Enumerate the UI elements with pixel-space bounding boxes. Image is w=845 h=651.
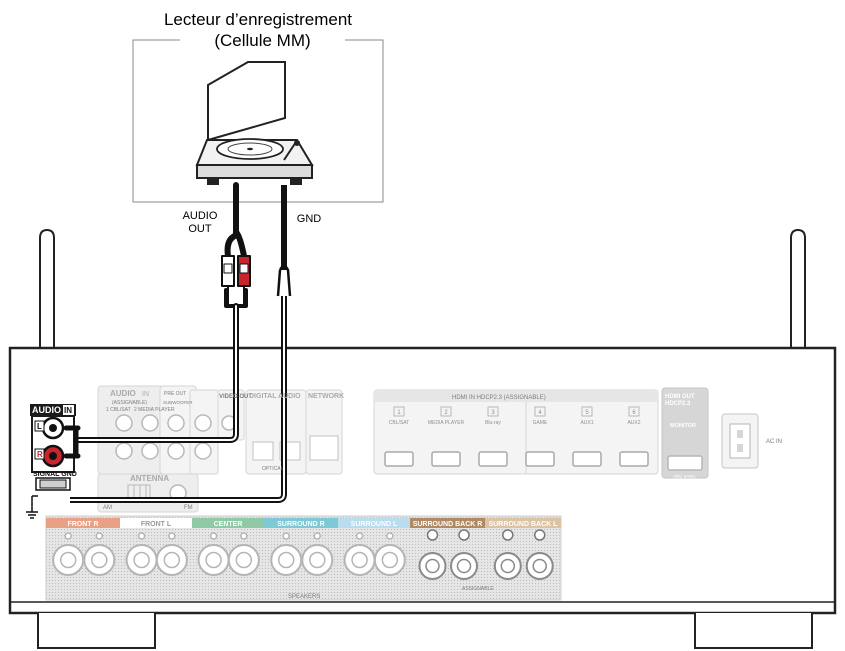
- speaker-header: [338, 518, 410, 528]
- hdmi-port-number: 2: [444, 410, 448, 416]
- optical-label: OPTICAL: [262, 466, 284, 472]
- subwoofer-label: SUBWOOFER: [163, 400, 193, 405]
- am-label: AM: [103, 505, 112, 511]
- audio-in-jack-group: [30, 404, 76, 473]
- speaker-header: [192, 518, 264, 528]
- hdmi-port-name: GAME: [533, 420, 548, 426]
- turntable-icon: [195, 61, 314, 185]
- arc-label: ARC eARC: [673, 474, 697, 479]
- gnd-cable: [70, 185, 292, 503]
- jacks: [115, 414, 237, 502]
- hdmi-number-box: [487, 406, 499, 417]
- receiver-foot-right: [694, 613, 813, 649]
- hdmi-port-number: 4: [538, 410, 542, 416]
- audio-cable: [63, 182, 251, 459]
- hdmi-number-box: [440, 406, 452, 417]
- hdmi-port-name: Blu-ray: [485, 420, 501, 426]
- speaker-terminal-pair: [52, 532, 116, 576]
- assignable-label: (ASSIGNABLE): [112, 400, 147, 406]
- hdmi-slot: [619, 451, 649, 467]
- hdmi-port-name: CBL/SAT: [389, 420, 409, 426]
- speaker-terminal-pair: [418, 529, 478, 580]
- hdmi-number-box: [581, 406, 593, 417]
- receiver-foot-left: [37, 613, 156, 649]
- speaker-header: [120, 518, 192, 528]
- signal-gnd-label: SIGNAL GND: [33, 471, 77, 478]
- hdmi-in-slots: [384, 451, 649, 467]
- cbl-sat-label: 1 CBL/SAT: [106, 407, 131, 413]
- hdmi-port-number: 5: [585, 410, 589, 416]
- speaker-label: SURROUND BACK R: [413, 521, 483, 528]
- ac-inlet: [721, 413, 759, 469]
- speaker-terminal-pair: [125, 532, 188, 576]
- audio-in-group: AUDIO: [110, 389, 136, 398]
- video-out-label: VIDEO OUT: [219, 394, 252, 400]
- digital-network-panel: [245, 389, 343, 475]
- hdmi-port-number: 3: [491, 410, 495, 416]
- speaker-terminal-pair: [343, 532, 406, 576]
- receiver-labels: AUDIO IN L R SIGNAL GND AUDIO IN (ASSIGN…: [32, 389, 782, 600]
- signal-gnd-terminal: [26, 477, 71, 519]
- hdmi-slot: [478, 451, 508, 467]
- pre-out-label: PRE OUT: [164, 391, 186, 397]
- speaker-header: [46, 518, 120, 528]
- speaker-header: [485, 518, 561, 528]
- speaker-terminal-pair: [270, 532, 334, 576]
- speaker-terminals: [52, 529, 554, 580]
- hdmi-slot: [525, 451, 555, 467]
- ac-in-label: AC IN: [766, 439, 782, 445]
- hdmi-slot: [572, 451, 602, 467]
- hdmi-port-name: AUX2: [627, 420, 640, 426]
- digital-audio-label: DIGITAL AUDIO: [249, 393, 301, 400]
- speaker-label: SURROUND L: [351, 521, 398, 528]
- speaker-headers: FRONT R FRONT L CENTER SURROUND R SURROUND L…: [46, 518, 561, 528]
- assignable-footer: ASSIGNABLE: [462, 586, 494, 592]
- fm-label: FM: [184, 505, 193, 511]
- left-channel-label: L: [37, 422, 42, 431]
- device-title-line2: (Cellule MM): [180, 31, 345, 51]
- speaker-label: FRONT L: [141, 521, 172, 528]
- speakers-footer: SPEAKERS: [288, 594, 320, 600]
- speaker-terminal-pair: [493, 529, 554, 580]
- turntable-frame: [132, 39, 384, 203]
- audio-in-suffix: IN: [64, 406, 72, 415]
- speaker-label: CENTER: [214, 521, 243, 528]
- speaker-label: FRONT R: [67, 521, 98, 528]
- speaker-header: [264, 518, 338, 528]
- speaker-label: SURROUND BACK L: [489, 521, 559, 528]
- hdmi-number-box: [534, 406, 546, 417]
- hdmi-out-header: HDMI OUT: [665, 394, 695, 400]
- hdmi-out-panel: [661, 387, 709, 479]
- audio-in-group-tag: IN: [142, 391, 149, 398]
- monitor-label: MONITOR: [670, 423, 696, 429]
- network-label: NETWORK: [308, 393, 344, 400]
- hdmi-port-name: MEDIA PLAYER: [428, 420, 465, 426]
- media-player-label: 2 MEDIA PLAYER: [134, 407, 175, 413]
- hdmi-number-box: [628, 406, 640, 417]
- gnd-label: GND: [296, 213, 322, 225]
- hdmi-in-panel: [373, 389, 659, 475]
- hdmi-number-box: [393, 406, 405, 417]
- audio-out-label-line2: OUT: [188, 223, 212, 235]
- device-title-line1: Lecteur d’enregistrement: [133, 10, 383, 30]
- hdmi-slot: [431, 451, 461, 467]
- speaker-label: SURROUND R: [277, 521, 324, 528]
- speaker-header: [410, 518, 485, 528]
- hdmi-port-number: 6: [632, 410, 636, 416]
- audio-out-label-line1: AUDIO: [182, 210, 218, 222]
- hdmi-port-number: 1: [397, 410, 401, 416]
- hdmi-in-header: HDMI IN HDCP2.3 (ASSIGNABLE): [452, 395, 546, 401]
- hdmi-port-name: AUX1: [580, 420, 593, 426]
- hdmi-slot: [384, 451, 414, 467]
- right-channel-label: R: [37, 450, 43, 459]
- speaker-terminal-pair: [197, 532, 260, 576]
- hdmi-out-hdcp: HDCP2.3: [665, 401, 691, 407]
- antenna-label: ANTENNA: [130, 474, 169, 483]
- audio-in-prefix: AUDIO: [32, 405, 61, 415]
